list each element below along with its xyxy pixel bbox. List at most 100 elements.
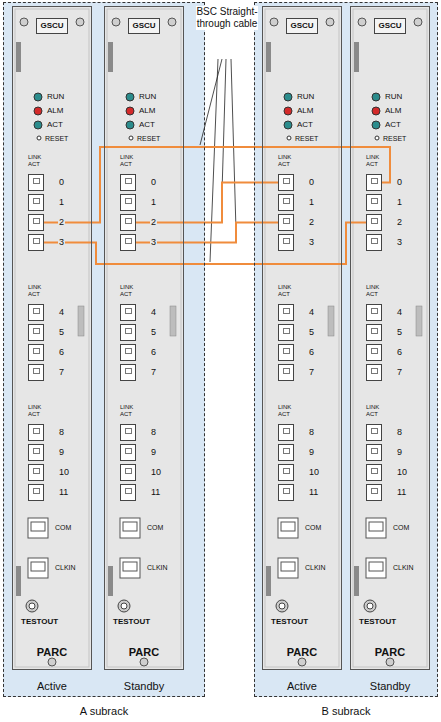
port-number: 11 [58,486,69,498]
ethernet-port: 5 [278,324,294,341]
port-label: TESTOUT [358,617,397,627]
ethernet-port: 3 [278,234,294,251]
port-number: 2 [150,216,157,228]
slot-role-holder: Standby [105,676,183,694]
port-number: 5 [150,326,157,338]
ethernet-port: 8 [366,424,382,441]
led-label: RUN [384,92,403,102]
port-number: 8 [58,426,65,438]
ethernet-port: 2 [278,214,294,231]
subrack-region: A subrackGSCURUNALMACTRESETLINK ACTLINK … [3,2,205,697]
ethernet-port: 9 [28,444,44,461]
ethernet-port: 3 [120,234,136,251]
parc-board: GSCURUNALMACTRESETLINK ACTLINK ACTLINK A… [350,6,430,670]
port-group-label: LINK ACT [120,154,140,168]
led-label: ACT [296,120,314,130]
leader-line [231,59,236,230]
port-number: 7 [58,366,65,378]
port-number: 1 [58,196,65,208]
ethernet-port: 0 [366,174,382,191]
port-group-label: LINK ACT [278,404,298,418]
port-number: 4 [308,306,315,318]
board-name-holder: PARC [105,642,183,660]
board-name: PARC [129,646,159,659]
port-label: COM [304,523,322,532]
ethernet-port: 2 [120,214,136,231]
port-number: 10 [396,466,408,478]
parc-board: GSCURUNALMACTRESETLINK ACTLINK ACTLINK A… [12,6,92,670]
port-number: 0 [396,176,403,188]
straight-through-cable [136,223,278,243]
ethernet-port: 4 [278,304,294,321]
port-number: 5 [396,326,403,338]
port-label: COM [392,523,410,532]
port-number: 11 [150,486,161,498]
board-name: PARC [375,646,405,659]
port-number: 7 [150,366,157,378]
port-number: 8 [308,426,315,438]
port-number: 1 [308,196,315,208]
parc-board: GSCURUNALMACTRESETLINK ACTLINK ACTLINK A… [104,6,184,670]
subrack-label-holder: A subrack [4,701,204,719]
led-label: ALM [46,106,64,116]
ethernet-port: 3 [28,234,44,251]
port-number: 1 [150,196,157,208]
faceplate-label-holder: GSCU [13,14,91,34]
port-number: 10 [150,466,162,478]
ethernet-port: 9 [278,444,294,461]
ethernet-port: 7 [120,364,136,381]
ethernet-port: 8 [120,424,136,441]
ethernet-port: 0 [278,174,294,191]
ethernet-port: 4 [366,304,382,321]
faceplate-label: GSCU [286,18,317,34]
ethernet-port: 8 [278,424,294,441]
port-number: 0 [150,176,157,188]
faceplate-label-holder: GSCU [263,14,341,34]
slot-role: Standby [124,680,164,693]
port-number: 4 [58,306,65,318]
parc-board: GSCURUNALMACTRESETLINK ACTLINK ACTLINK A… [262,6,342,670]
slot-role: Active [287,680,317,693]
port-number: 11 [308,486,319,498]
faceplate-label: GSCU [374,18,405,34]
port-number: 5 [308,326,315,338]
led-label: ALM [138,106,156,116]
ethernet-port: 2 [366,214,382,231]
board-name-holder: PARC [13,642,91,660]
board-name: PARC [37,646,67,659]
port-label: TESTOUT [20,617,59,627]
ethernet-port: 5 [366,324,382,341]
faceplate-label-holder: GSCU [351,14,429,34]
board-face-use [262,6,342,670]
ethernet-port: 3 [366,234,382,251]
ethernet-port: 2 [28,214,44,231]
subrack-label-holder: B subrack [255,701,437,719]
subrack-region: B subrackGSCURUNALMACTRESETLINK ACTLINK … [254,2,438,697]
port-group-label: LINK ACT [120,404,140,418]
port-label: COM [54,523,72,532]
port-number: 2 [396,216,403,228]
port-number: 6 [58,346,65,358]
port-number: 2 [308,216,315,228]
board-name-holder: PARC [351,642,429,660]
ethernet-port: 7 [278,364,294,381]
ethernet-port: 1 [28,194,44,211]
ethernet-port: 5 [28,324,44,341]
port-group-label: LINK ACT [278,284,298,298]
led-label: ACT [46,120,64,130]
ethernet-port: 6 [28,344,44,361]
button-label: RESET [44,134,69,143]
leader-line [200,59,222,145]
ethernet-port: 10 [120,464,136,481]
ethernet-port: 11 [278,484,294,501]
ethernet-port: 7 [28,364,44,381]
port-label: CLKIN [304,563,327,572]
board-name-holder: PARC [263,642,341,660]
port-number: 0 [58,176,65,188]
port-number: 3 [396,236,403,248]
port-number: 9 [58,446,65,458]
led-label: RUN [296,92,315,102]
port-group-label: LINK ACT [366,404,386,418]
